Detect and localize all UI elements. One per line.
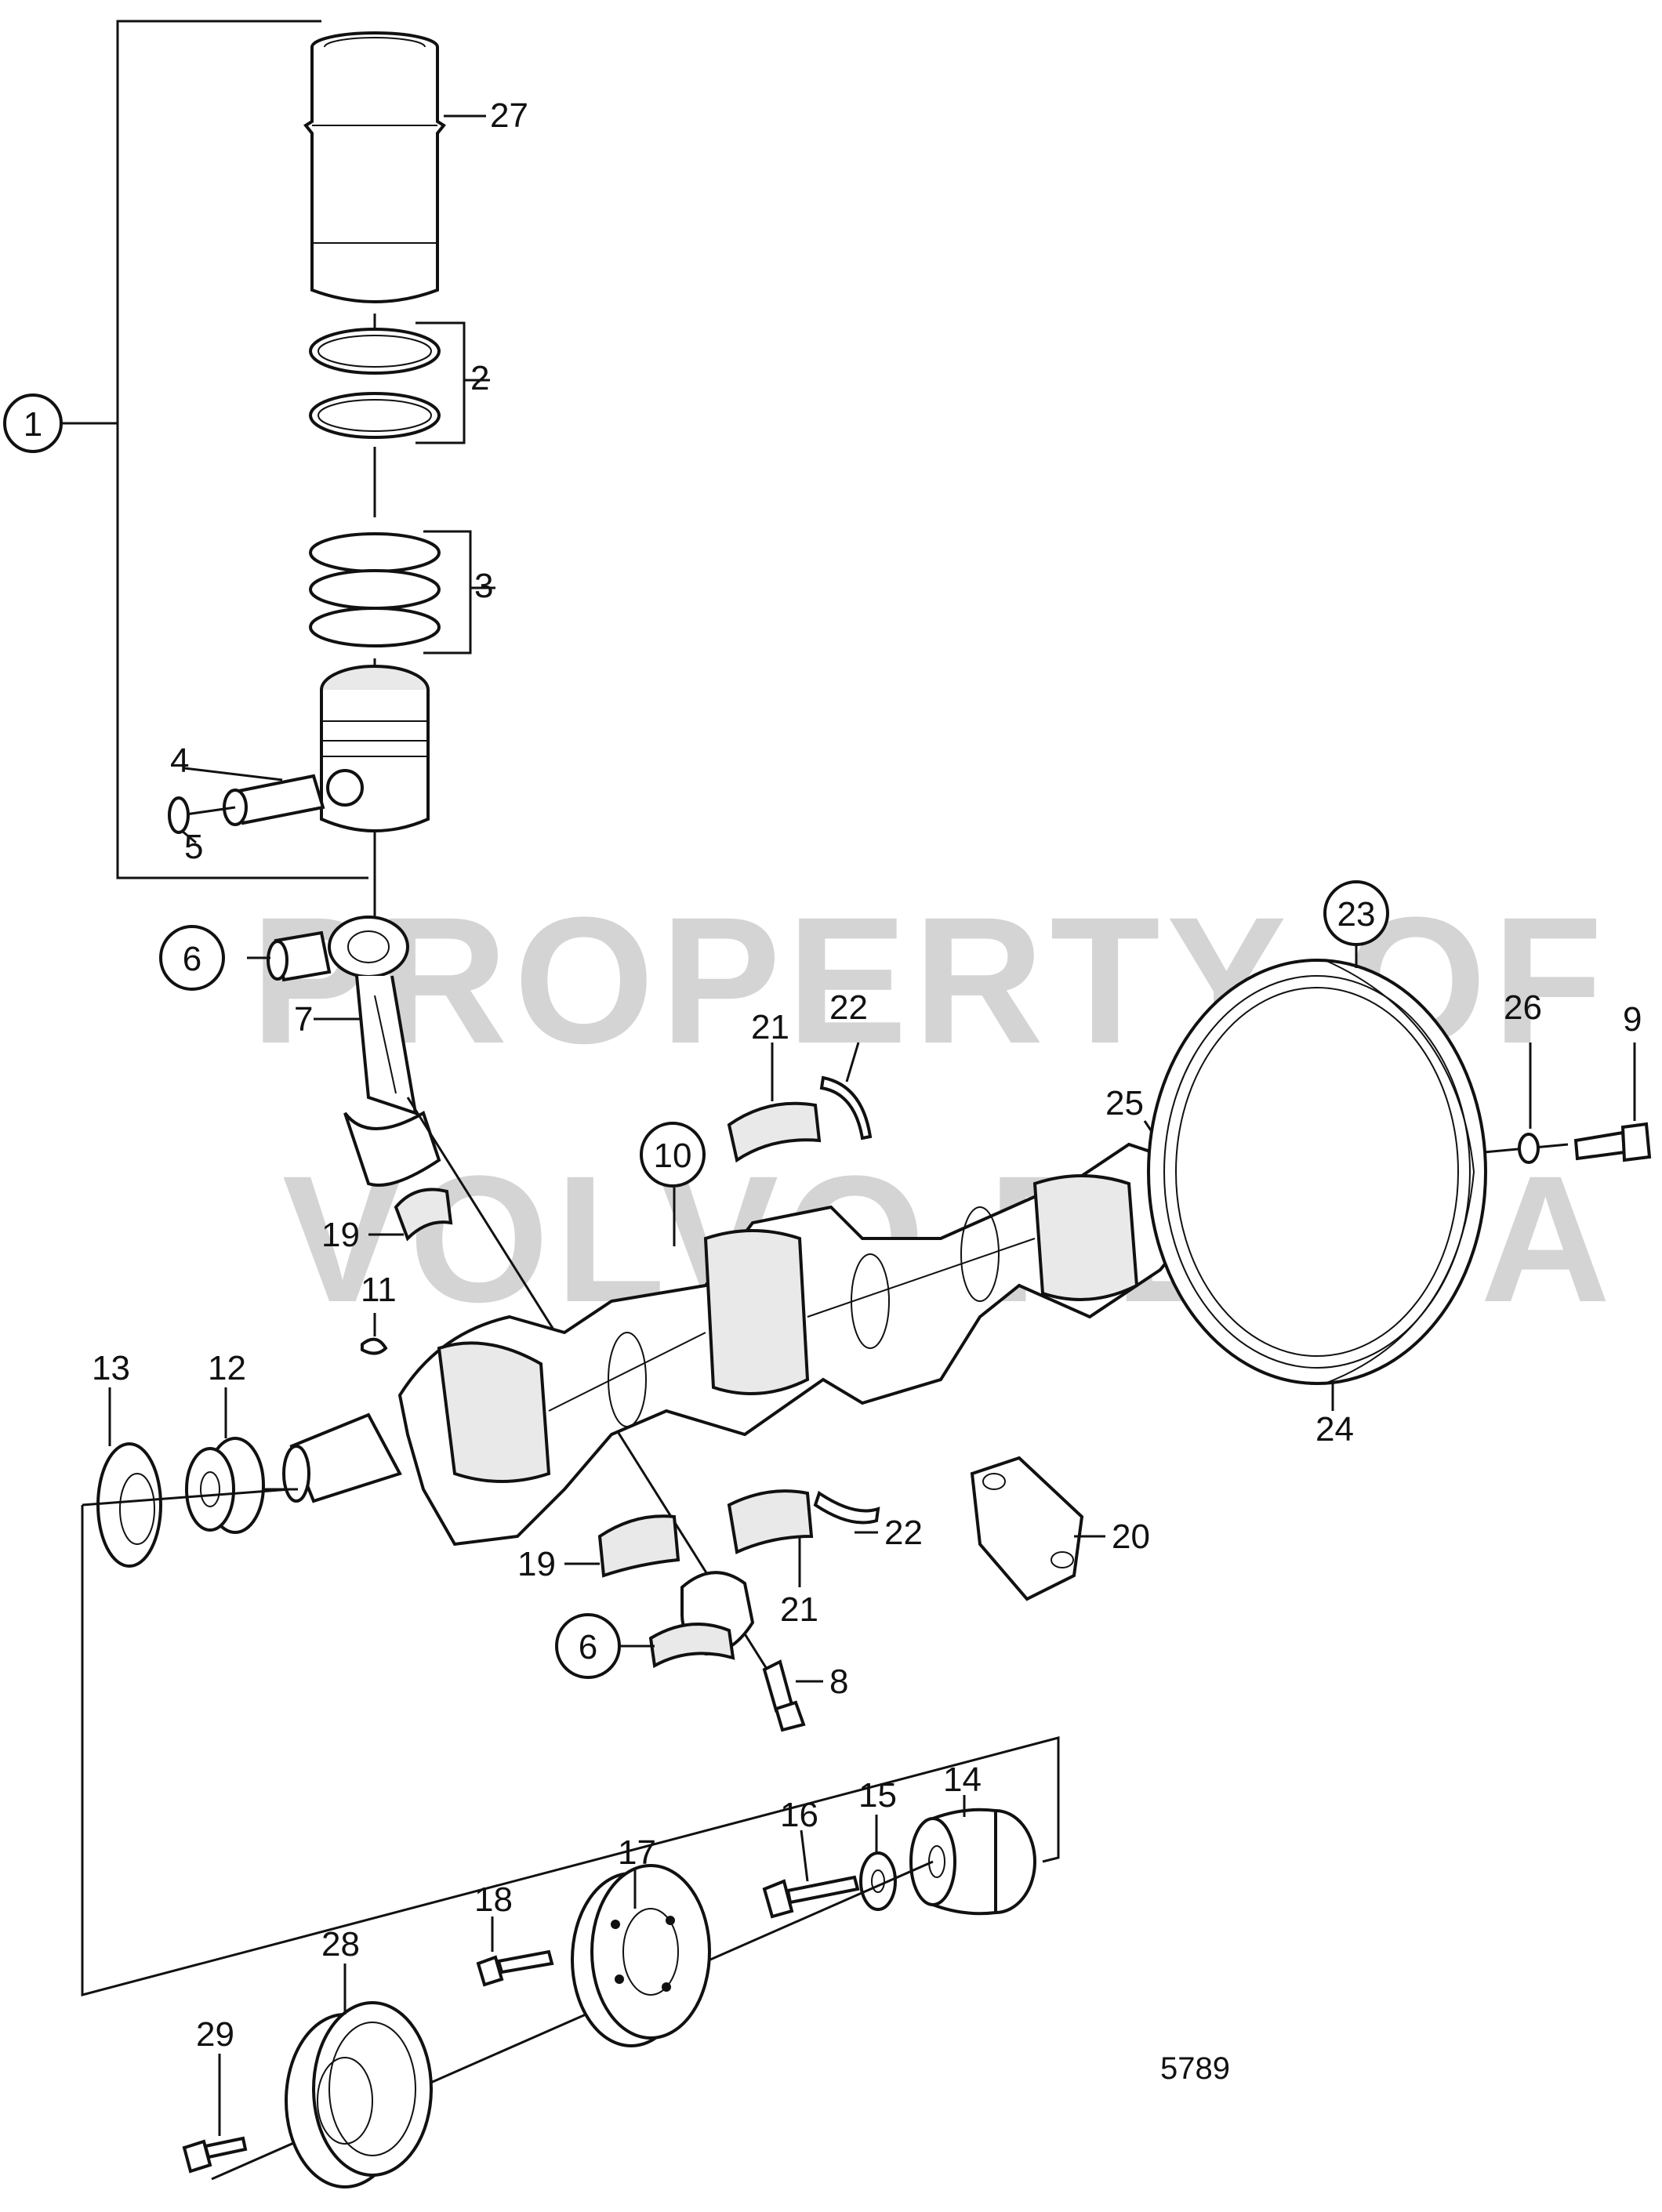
callout-2: 2: [470, 359, 489, 397]
cylinder-liner: [303, 31, 486, 303]
callout-29: 29: [196, 2015, 234, 2054]
piston: [320, 665, 430, 832]
damper-hub: [909, 1795, 1036, 1916]
callout-22-lower: 22: [884, 1514, 923, 1552]
circlip: [168, 796, 197, 844]
piston-pin: [180, 767, 325, 826]
callout-6-lower-label: 6: [579, 1628, 597, 1666]
belt-pulley: [285, 1964, 433, 2188]
callout-11: 11: [361, 1271, 397, 1309]
callout-22-upper: 22: [829, 988, 868, 1027]
woodruff-key: [361, 1313, 388, 1355]
flywheel-washer: [1518, 1043, 1540, 1164]
callout-16: 16: [780, 1796, 818, 1834]
callout-14: 14: [943, 1761, 982, 1799]
big-end-cap: [619, 1571, 755, 1669]
callout-26: 26: [1504, 988, 1542, 1027]
callout-9: 9: [1623, 1000, 1642, 1039]
bracket-pulley-group: [81, 1505, 1060, 1996]
callout-27: 27: [490, 96, 528, 135]
oil-rings: [309, 530, 495, 655]
callout-6-upper: 6: [159, 925, 225, 991]
crankshaft-pulley: [571, 1864, 711, 2047]
callout-10: 10: [640, 1122, 706, 1188]
callout-19-upper: 19: [321, 1216, 360, 1254]
callout-6-lower: 6: [555, 1613, 621, 1679]
thrust-washer-upper: [819, 1042, 873, 1140]
callout-7: 7: [294, 1000, 313, 1039]
compression-rings: [309, 321, 490, 444]
callout-28: 28: [321, 1925, 360, 1964]
callout-15: 15: [858, 1776, 897, 1815]
callout-17: 17: [618, 1833, 656, 1872]
bearing-shell-lower: [564, 1514, 680, 1578]
spacer-washer: [859, 1815, 897, 1911]
thrust-washer-lower: [813, 1490, 880, 1534]
flywheel: [1147, 945, 1569, 1411]
callout-6-upper-label: 6: [183, 940, 201, 978]
centre-bolt: [762, 1829, 860, 1919]
pulley-bolt: [476, 1916, 554, 1987]
callout-8: 8: [829, 1663, 848, 1701]
callout-25: 25: [1105, 1084, 1144, 1122]
callout-24: 24: [1315, 1410, 1354, 1449]
callout-10-label: 10: [654, 1137, 692, 1175]
callout-5: 5: [184, 828, 203, 866]
callout-12: 12: [208, 1349, 246, 1387]
callout-23: 23: [1323, 880, 1389, 946]
callout-23-label: 23: [1337, 895, 1376, 934]
oil-seal-cover: [82, 1387, 291, 1568]
callout-13: 13: [92, 1349, 130, 1387]
callout-21-lower: 21: [780, 1590, 818, 1629]
small-end-bushing: [247, 930, 332, 982]
main-bearing-upper: [727, 1043, 822, 1163]
callout-4: 4: [170, 742, 189, 780]
conrod-bolt: [762, 1659, 823, 1732]
flywheel-bolt: [1573, 1043, 1652, 1162]
crankshaft-gear: [185, 1387, 265, 1534]
main-bearing-lower: [727, 1489, 814, 1587]
callout-1-label: 1: [24, 405, 42, 444]
main-bearing-cap: [970, 1456, 1105, 1601]
connecting-rod: [314, 916, 441, 1187]
callout-20: 20: [1112, 1518, 1150, 1556]
callout-1: 1: [3, 393, 63, 453]
callout-18: 18: [474, 1880, 513, 1919]
belt-pulley-bolt: [182, 2054, 248, 2174]
callout-21-upper: 21: [751, 1008, 789, 1046]
bearing-shell-upper: [368, 1188, 453, 1242]
callout-19-lower: 19: [517, 1545, 556, 1583]
callout-3: 3: [474, 567, 493, 605]
drawing-reference-number: 5789: [1160, 2051, 1230, 2086]
bracket-piston-assembly: [61, 20, 368, 879]
